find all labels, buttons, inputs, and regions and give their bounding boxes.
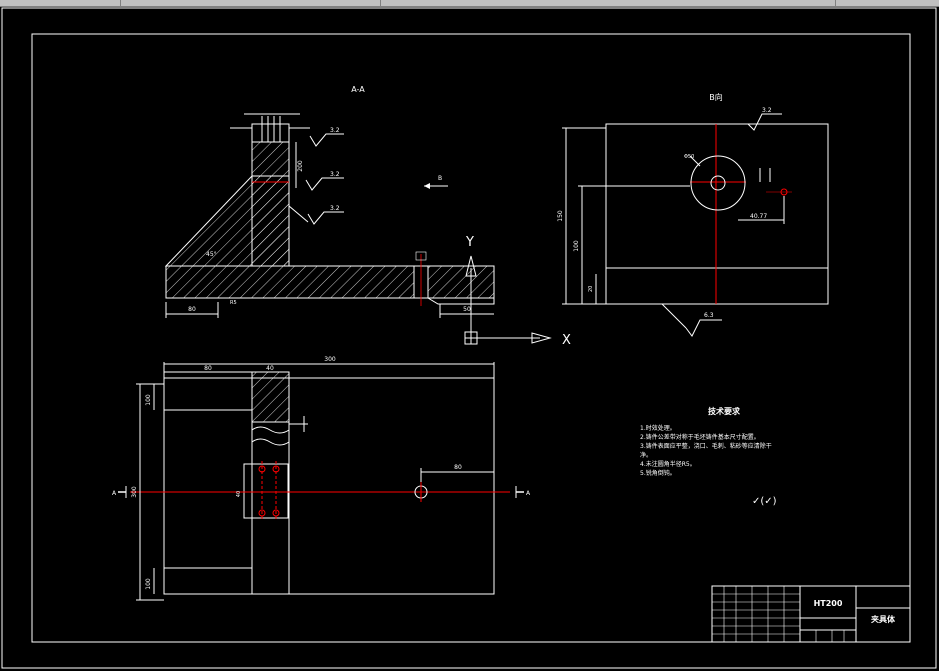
ucs-y-arrow <box>465 255 477 277</box>
top-view-pad <box>243 463 289 519</box>
title-block: HT200 夹具体 <box>711 585 911 643</box>
tech-item-3: 3.铸件表面应平整，浇口、毛刺、粘砂等应清除干 <box>640 442 772 450</box>
roughness-leader <box>288 205 309 223</box>
dim-top-mid: 40 <box>266 365 274 372</box>
window-topbar <box>0 0 939 7</box>
b-arrow-label: B <box>438 175 442 182</box>
dim-left-vertical: 300 <box>131 486 138 498</box>
dim-left-bottom: 100 <box>145 578 152 590</box>
view-b-boss <box>690 155 746 211</box>
view-b-bore <box>710 175 726 191</box>
view-b-title: B向 <box>709 92 723 102</box>
tech-title: 技术要求 <box>708 406 741 416</box>
dim-section-base: 50 <box>463 306 471 313</box>
column-top <box>251 123 290 143</box>
dim-b-offset: 40.77 <box>750 213 767 220</box>
roughness-general-symbol: ✓(✓) <box>752 496 777 507</box>
section-base <box>165 265 495 299</box>
section-mark-right: A <box>526 490 531 497</box>
dim-small: R5 <box>230 300 237 306</box>
top-view-column-section <box>251 371 290 423</box>
tech-item-4: 4.未注圆角半径R5。 <box>640 460 696 468</box>
svg-text:3.2: 3.2 <box>330 127 340 134</box>
ucs-x-label: X <box>562 333 571 348</box>
tb-part-name: 夹具体 <box>871 614 896 624</box>
topbar-divider <box>120 0 121 6</box>
tech-item-1: 1.时效处理。 <box>640 424 676 432</box>
tech-item-3b: 净。 <box>640 451 652 459</box>
svg-text:3.2: 3.2 <box>330 171 340 178</box>
svg-text:6.3: 6.3 <box>704 312 714 319</box>
dim-b-height: 150 <box>557 210 564 222</box>
sheet-inner-border <box>31 33 911 643</box>
tech-requirements: 技术要求 1.时效处理。 2.铸件公差带对称于毛坯铸件基本尺寸配置。 3.铸件表… <box>640 406 777 507</box>
break-line <box>251 426 290 434</box>
dim-b-hole: 100 <box>573 240 580 252</box>
sheet-outer-border <box>1 7 937 669</box>
dim-left-foot: 80 <box>188 306 196 313</box>
drawing-canvas[interactable]: A-A 80 50 200 45° R5 <box>0 6 939 671</box>
svg-text:3.2: 3.2 <box>762 107 772 114</box>
section-aa-view: A-A 80 50 200 45° R5 <box>164 85 495 318</box>
section-aa-title: A-A <box>351 85 365 94</box>
dim-hole-center: 40 <box>236 491 242 497</box>
ucs-icon[interactable]: Y X <box>464 235 571 348</box>
dim-top-right: 80 <box>454 464 462 471</box>
hole-tag <box>415 251 427 261</box>
topbar-divider <box>380 0 381 6</box>
tb-material: HT200 <box>814 599 843 608</box>
base-step <box>427 297 495 305</box>
roughness-1: 3.2 <box>309 127 344 147</box>
title-block-frame <box>711 585 911 643</box>
ucs-x-arrow <box>531 332 552 344</box>
roughness-2: 3.2 <box>305 171 344 191</box>
view-b-plate <box>605 123 829 305</box>
roughness-5: 6.3 <box>661 303 722 337</box>
top-view: 300 80 40 80 300 100 100 40 A A <box>112 356 531 601</box>
break-line <box>251 438 290 446</box>
tech-item-2: 2.铸件公差带对称于毛坯铸件基本尺寸配置。 <box>640 433 760 441</box>
roughness-3: 3.2 <box>307 205 344 225</box>
top-view-plate <box>163 377 495 595</box>
roughness-4: 3.2 <box>747 107 782 131</box>
dim-angle: 45° <box>206 251 217 258</box>
section-mark-left: A <box>112 490 117 497</box>
b-view-arrowhead <box>424 183 430 189</box>
tech-item-5: 5.锐角倒钝。 <box>640 469 676 477</box>
dim-top-left: 80 <box>204 365 212 372</box>
topbar-divider <box>835 0 836 6</box>
dim-b-edge: 20 <box>588 286 594 292</box>
dim-left-top: 100 <box>145 394 152 406</box>
section-column-lower <box>251 175 290 267</box>
ucs-y-label: Y <box>465 235 474 250</box>
dim-section-height: 200 <box>297 160 304 172</box>
boss-leader <box>689 155 701 167</box>
boss-label: Φ50 <box>684 154 694 160</box>
view-b: B向 150 100 20 40.77 Φ50 3.2 6. <box>557 92 829 337</box>
svg-text:3.2: 3.2 <box>330 205 340 212</box>
dim-top-overall: 300 <box>324 356 336 363</box>
